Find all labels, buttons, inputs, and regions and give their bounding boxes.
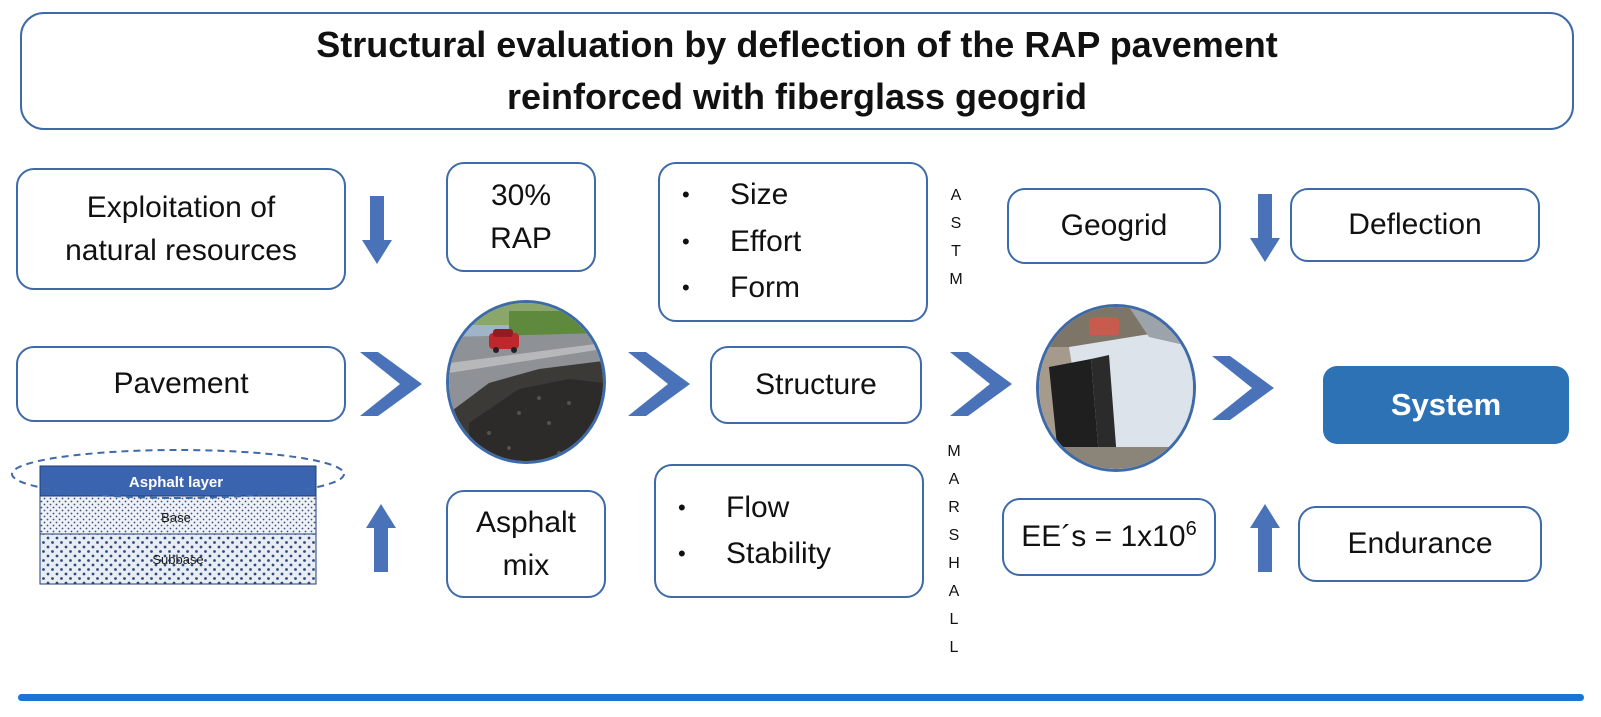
chevron-right-icon bbox=[628, 352, 690, 416]
ee-box: EE´s = 1x106 bbox=[1002, 498, 1216, 576]
rap-box: 30% RAP bbox=[446, 162, 596, 272]
subbase-layer-label: Subbase bbox=[152, 552, 203, 567]
ee-base-label: EE´s = 1x10 bbox=[1021, 520, 1186, 554]
bullet-icon: • bbox=[678, 494, 686, 520]
asphalt-mix-line-2: mix bbox=[502, 549, 550, 582]
arrow-down-icon bbox=[362, 196, 392, 264]
marshall-vertical-label: M A R S H A L L bbox=[939, 438, 969, 662]
subbase-layer bbox=[39, 533, 317, 585]
vertical-letter: R bbox=[948, 499, 960, 516]
structure-label: Structure bbox=[755, 368, 877, 402]
exploitation-line-1: Exploitation of bbox=[86, 190, 276, 224]
bullet-label: Stability bbox=[726, 537, 832, 570]
vertical-letter: A bbox=[948, 583, 960, 600]
bullet-icon: • bbox=[682, 228, 690, 254]
base-layer bbox=[39, 495, 317, 535]
arrow-up-icon bbox=[366, 504, 396, 572]
deflection-label: Deflection bbox=[1348, 208, 1482, 242]
bullet-item: • Form bbox=[682, 265, 926, 312]
bullet-item: • Size bbox=[682, 172, 926, 219]
layer-highlight-ellipse bbox=[11, 449, 345, 499]
exploitation-line-2: natural resources bbox=[65, 234, 297, 267]
structure-box: Structure bbox=[710, 346, 922, 424]
astm-properties-box: • Size • Effort • Form bbox=[658, 162, 928, 322]
chevron-right-icon bbox=[950, 352, 1012, 416]
bullet-label: Effort bbox=[730, 224, 802, 258]
chevron-right-icon bbox=[1212, 356, 1274, 420]
asphalt-layer-label: Asphalt layer bbox=[129, 474, 223, 491]
arrow-up-icon bbox=[1250, 504, 1280, 572]
geogrid-box: Geogrid bbox=[1007, 188, 1221, 264]
bullet-item: • Effort bbox=[682, 219, 926, 266]
base-layer-label: Base bbox=[161, 510, 191, 525]
vertical-letter: M bbox=[949, 271, 963, 288]
asphalt-mix-box: Asphalt mix bbox=[446, 490, 606, 598]
endurance-box: Endurance bbox=[1298, 506, 1542, 582]
vertical-letter: L bbox=[949, 611, 959, 628]
ee-exponent: 6 bbox=[1185, 518, 1197, 541]
system-label: System bbox=[1390, 387, 1502, 422]
bullet-label: Size bbox=[730, 178, 789, 212]
pavement-layers-diagram: Asphalt layer Base Subbase bbox=[11, 449, 345, 585]
deflection-box: Deflection bbox=[1290, 188, 1540, 262]
bullet-label: Form bbox=[730, 271, 800, 305]
rap-road-photo bbox=[446, 300, 606, 464]
geogrid-label: Geogrid bbox=[1060, 209, 1168, 243]
endurance-label: Endurance bbox=[1347, 527, 1493, 561]
bullet-item: • Stability bbox=[678, 531, 922, 578]
title-box: Structural evaluation by deflection of t… bbox=[20, 12, 1574, 130]
vertical-letter: A bbox=[948, 471, 960, 488]
arrow-down-icon bbox=[1250, 194, 1280, 262]
pavement-label: Pavement bbox=[113, 367, 249, 401]
pavement-box: Pavement bbox=[16, 346, 346, 422]
vertical-letter: A bbox=[950, 187, 962, 204]
astm-vertical-label: A S T M bbox=[941, 182, 971, 294]
chevron-right-icon bbox=[360, 352, 422, 416]
bottom-rule bbox=[18, 694, 1584, 701]
vertical-letter: S bbox=[948, 527, 960, 544]
geogrid-photo bbox=[1036, 304, 1196, 472]
bullet-icon: • bbox=[682, 182, 690, 208]
title-line-1: Structural evaluation by deflection of t… bbox=[316, 23, 1278, 65]
asphalt-mix-line-1: Asphalt bbox=[475, 505, 577, 539]
bullet-item: • Flow bbox=[678, 485, 922, 532]
bullet-label: Flow bbox=[726, 490, 790, 524]
rap-line-2: RAP bbox=[490, 222, 552, 255]
vertical-letter: H bbox=[948, 555, 960, 572]
vertical-letter: T bbox=[951, 243, 961, 260]
title-line-2: reinforced with fiberglass geogrid bbox=[506, 76, 1088, 117]
vertical-letter: S bbox=[950, 215, 962, 232]
rap-line-1: 30% bbox=[490, 178, 552, 212]
bullet-icon: • bbox=[682, 275, 690, 301]
vertical-letter: L bbox=[949, 639, 959, 656]
bullet-icon: • bbox=[678, 541, 686, 567]
exploitation-box: Exploitation of natural resources bbox=[16, 168, 346, 290]
marshall-properties-box: • Flow • Stability bbox=[654, 464, 924, 598]
vertical-letter: M bbox=[947, 443, 961, 460]
asphalt-layer bbox=[39, 465, 317, 497]
system-box: System bbox=[1323, 366, 1569, 444]
